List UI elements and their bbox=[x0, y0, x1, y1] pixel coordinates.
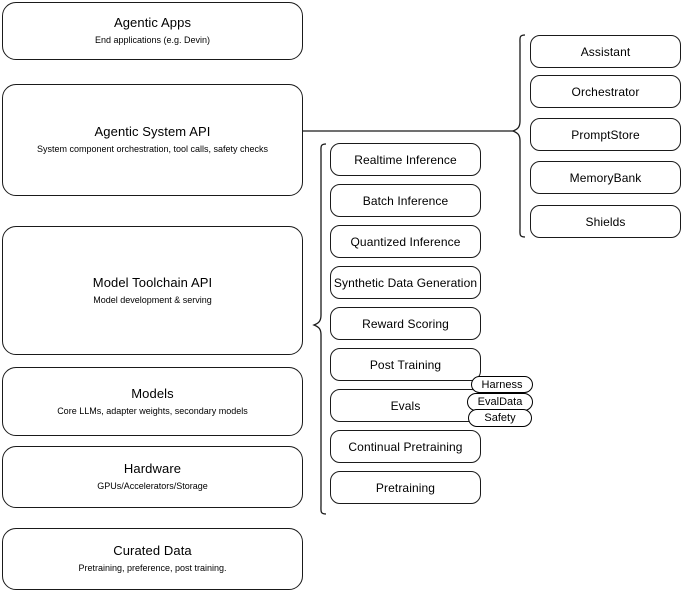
evals-subcomponent-safety[interactable]: Safety bbox=[468, 409, 532, 427]
system-component-assistant[interactable]: Assistant bbox=[530, 35, 681, 68]
toolchain-component-batch-inference[interactable]: Batch Inference bbox=[330, 184, 481, 217]
system-component-orchestrator[interactable]: Orchestrator bbox=[530, 75, 681, 108]
component-label: Orchestrator bbox=[571, 84, 640, 99]
layer-curated-data[interactable]: Curated Data Pretraining, preference, po… bbox=[2, 528, 303, 590]
component-label: Evals bbox=[390, 398, 421, 413]
layer-title: Agentic Apps bbox=[113, 15, 192, 30]
layer-hardware[interactable]: Hardware GPUs/Accelerators/Storage bbox=[2, 446, 303, 508]
layer-subtitle: System component orchestration, tool cal… bbox=[36, 144, 269, 154]
component-label: Synthetic Data Generation bbox=[333, 275, 478, 290]
component-label: Realtime Inference bbox=[354, 152, 457, 167]
layer-title: Agentic System API bbox=[94, 124, 211, 139]
component-label: Assistant bbox=[580, 44, 631, 59]
layer-models[interactable]: Models Core LLMs, adapter weights, secon… bbox=[2, 367, 303, 436]
component-label: Shields bbox=[585, 214, 626, 229]
layer-title: Curated Data bbox=[113, 543, 192, 558]
toolchain-component-quantized-inference[interactable]: Quantized Inference bbox=[330, 225, 481, 258]
toolchain-component-post-training[interactable]: Post Training bbox=[330, 348, 481, 381]
layer-subtitle: Pretraining, preference, post training. bbox=[78, 563, 227, 573]
middle-brace bbox=[312, 143, 327, 515]
component-label: PromptStore bbox=[571, 127, 640, 142]
right-brace bbox=[511, 34, 526, 238]
layer-title: Model Toolchain API bbox=[92, 274, 213, 290]
toolchain-component-reward-scoring[interactable]: Reward Scoring bbox=[330, 307, 481, 340]
evals-subcomponent-harness[interactable]: Harness bbox=[471, 376, 533, 393]
toolchain-component-realtime-inference[interactable]: Realtime Inference bbox=[330, 143, 481, 176]
layer-title: Hardware bbox=[123, 461, 182, 476]
toolchain-component-evals[interactable]: Evals bbox=[330, 389, 481, 422]
layer-subtitle: Core LLMs, adapter weights, secondary mo… bbox=[57, 405, 248, 416]
toolchain-component-pretraining[interactable]: Pretraining bbox=[330, 471, 481, 504]
component-label: Batch Inference bbox=[362, 193, 449, 208]
component-label: Pretraining bbox=[375, 480, 436, 495]
layer-subtitle: End applications (e.g. Devin) bbox=[94, 35, 211, 45]
layer-agentic-system-api[interactable]: Agentic System API System component orch… bbox=[2, 84, 303, 196]
system-component-promptstore[interactable]: PromptStore bbox=[530, 118, 681, 151]
system-component-shields[interactable]: Shields bbox=[530, 205, 681, 238]
component-label: Continual Pretraining bbox=[348, 439, 463, 454]
component-label: Reward Scoring bbox=[362, 316, 449, 331]
system-component-memorybank[interactable]: MemoryBank bbox=[530, 161, 681, 194]
toolchain-component-synthetic-data-generation[interactable]: Synthetic Data Generation bbox=[330, 266, 481, 299]
toolchain-component-continual-pretraining[interactable]: Continual Pretraining bbox=[330, 430, 481, 463]
component-label: MemoryBank bbox=[569, 170, 642, 185]
layer-model-toolchain-api[interactable]: Model Toolchain API Model development & … bbox=[2, 226, 303, 355]
component-label: Quantized Inference bbox=[350, 234, 461, 249]
component-label: Post Training bbox=[369, 357, 442, 372]
layer-subtitle: Model development & serving bbox=[93, 294, 212, 305]
layer-subtitle: GPUs/Accelerators/Storage bbox=[97, 481, 208, 491]
layer-title: Models bbox=[131, 385, 174, 401]
layer-agentic-apps[interactable]: Agentic Apps End applications (e.g. Devi… bbox=[2, 2, 303, 60]
